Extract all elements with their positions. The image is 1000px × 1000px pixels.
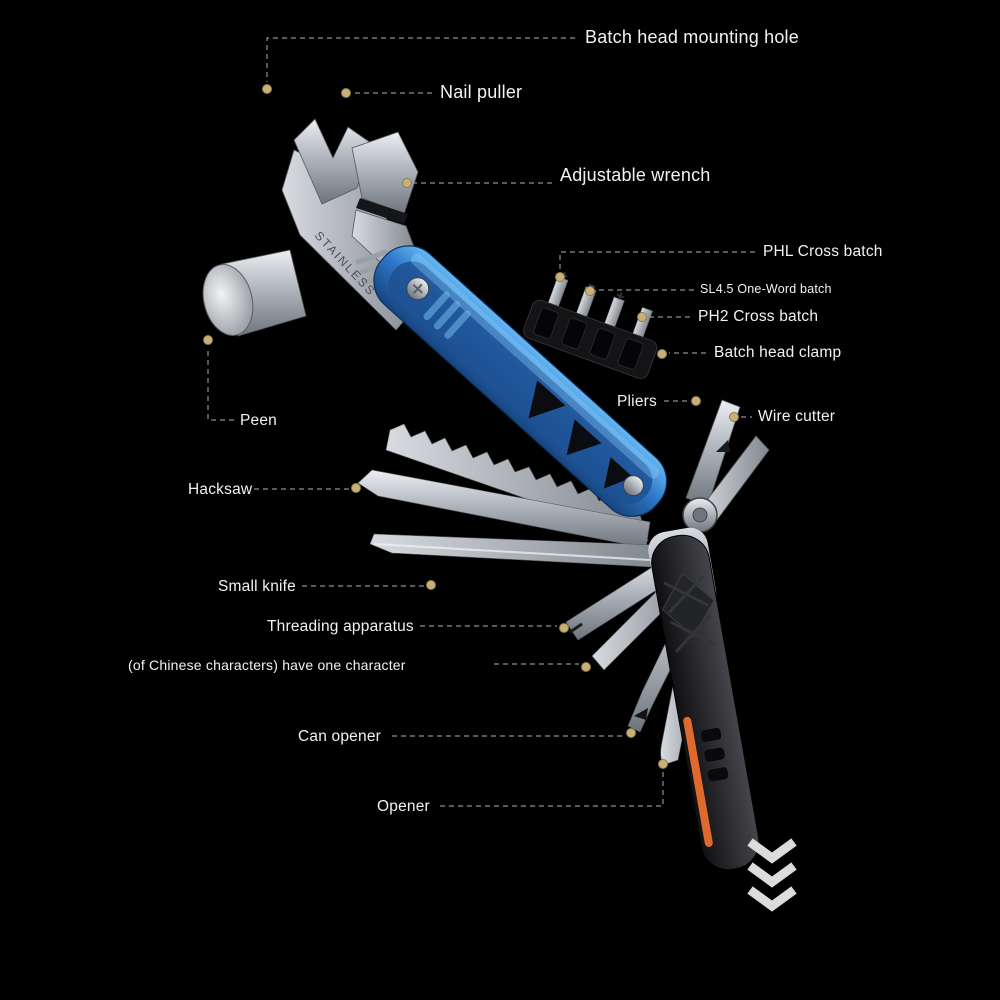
callout-dot [729,412,739,422]
callout-dot [559,623,569,633]
callout-dot [691,396,701,406]
wrench-jaw-gap [356,198,408,224]
hammer-peen-face [202,264,254,336]
label-wire-cutter: Wire cutter [758,408,836,425]
slotted-bit-tip [588,283,596,288]
label-adjustable-wrench: Adjustable wrench [560,165,711,185]
wrench-fixed-jaw [351,131,419,215]
callout-dot [658,759,668,769]
black-handle [648,527,760,871]
label-small-knife: Small knife [218,578,297,595]
handle-cutout [528,380,566,419]
line-batch-head-mounting-hole [266,37,575,82]
label-nail-puller: Nail puller [440,82,523,102]
callout-dot [657,349,667,359]
callout-dot [203,335,213,345]
label-hacksaw: Hacksaw [188,481,253,498]
handle-cutout [566,419,602,456]
can-opener-hook [634,708,648,720]
callout-dot [581,662,591,672]
label-batch-head-mounting-hole: Batch head mounting hole [585,27,799,47]
callout-dot [637,312,647,322]
label-chinese-note: (of Chinese characters) have one charact… [128,657,406,673]
small-knife-blade [369,533,656,568]
handle-cutout [603,457,633,489]
nail-puller-claw [293,118,372,205]
label-can-opener: Can opener [298,728,382,745]
threading-slot [569,622,583,634]
label-phl-cross-batch: PHL Cross batch [763,243,883,260]
bit-set [523,271,658,379]
flat-blade [357,469,651,549]
line-peen [207,347,234,421]
callout-dot [626,728,636,738]
orange-accent-stripe [683,716,713,847]
ph2-cross-bit-tip [616,292,624,300]
knife-edge-highlight [373,543,651,561]
line-opener [440,771,664,807]
label-sl45-one-word-batch: SL4.5 One-Word batch [700,282,832,296]
wire-cutter-notch [716,440,730,452]
label-batch-head-clamp: Batch head clamp [714,344,842,361]
label-opener: Opener [377,798,430,815]
label-peen: Peen [240,412,277,429]
callout-dot [585,286,595,296]
callout-dot [402,178,412,188]
label-threading-apparatus: Threading apparatus [267,618,414,635]
label-ph2-cross-batch: PH2 Cross batch [698,308,819,325]
line-phl-cross-batch [559,251,755,270]
blue-handle [373,245,668,517]
callout-dot [555,272,565,282]
callout-dot [426,580,436,590]
handle-texture-lines [663,574,717,653]
callout-dot [341,88,351,98]
label-pliers: Pliers [617,393,657,410]
chevron-down-icon [747,838,797,912]
callout-dot [351,483,361,493]
callout-dot [262,84,272,94]
pivot-screw [622,475,644,497]
pliers-head [682,399,770,533]
